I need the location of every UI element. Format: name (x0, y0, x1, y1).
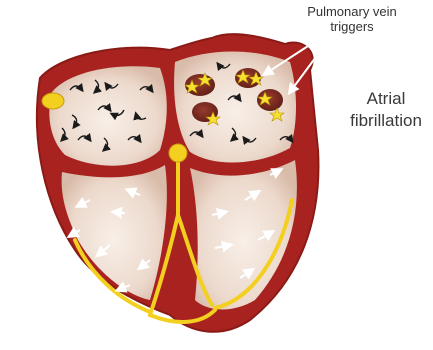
pulmonary-vein-label-line-2: triggers (282, 19, 422, 34)
atrial-fibrillation-label: Atrial fibrillation (340, 88, 432, 132)
pulmonary-vein-triggers-label: Pulmonary vein triggers (282, 4, 422, 34)
atrial-fibrillation-line-1: Atrial (340, 88, 432, 110)
av-node (169, 144, 187, 162)
atrial-fibrillation-line-2: fibrillation (340, 110, 432, 132)
sinus-node (42, 93, 64, 109)
pulmonary-vein-label-line-1: Pulmonary vein (282, 4, 422, 19)
right-atrium-chamber (49, 66, 166, 165)
